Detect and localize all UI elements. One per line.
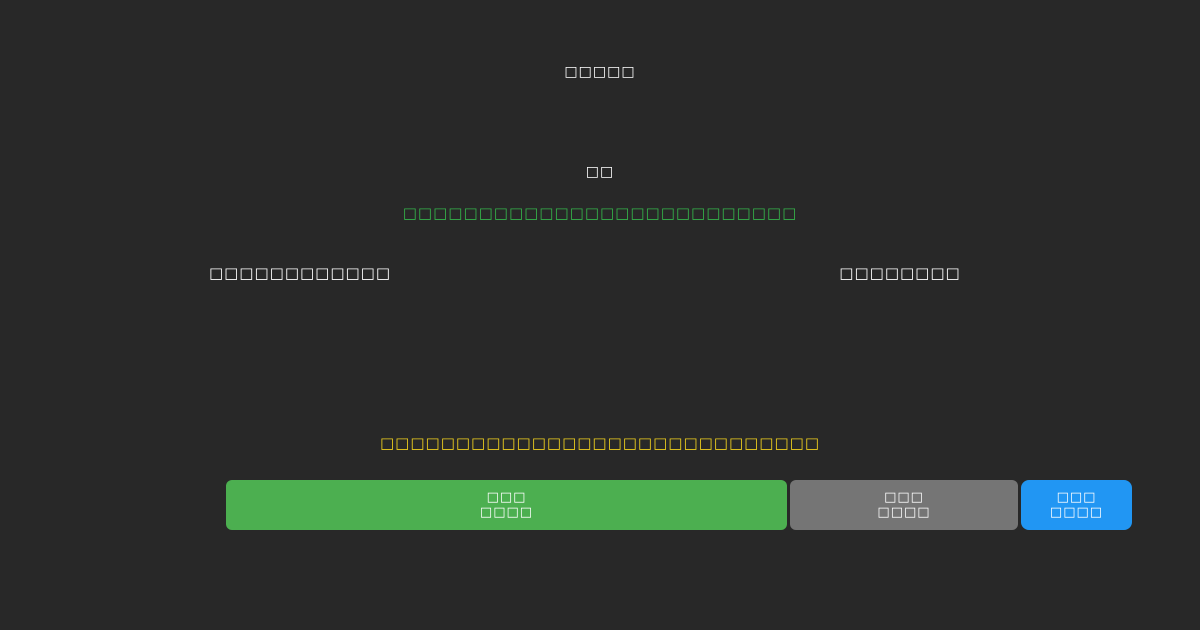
panel-label-left: □□□□□□□□□□□□: [208, 264, 392, 282]
tertiary-action-button[interactable]: □□□ □□□□: [1021, 480, 1132, 530]
section-subtitle: □□: [585, 164, 615, 180]
panel-label-right: □□□□□□□□: [839, 264, 961, 282]
tertiary-action-label-line2: □□□□: [1049, 505, 1104, 520]
warning-text-yellow: □□□□□□□□□□□□□□□□□□□□□□□□□□□□□: [380, 434, 820, 452]
secondary-action-button[interactable]: □□□ □□□□: [790, 480, 1018, 530]
primary-action-label-line2: □□□□: [479, 505, 534, 520]
page-title: □□□□□: [564, 64, 636, 80]
status-text-green: □□□□□□□□□□□□□□□□□□□□□□□□□□: [402, 204, 798, 222]
primary-action-button[interactable]: □□□ □□□□: [226, 480, 787, 530]
primary-action-label-line1: □□□: [486, 490, 527, 505]
action-button-row: □□□ □□□□ □□□ □□□□ □□□ □□□□: [226, 480, 1132, 530]
tertiary-action-label-line1: □□□: [1056, 490, 1097, 505]
secondary-action-label-line1: □□□: [884, 490, 924, 505]
secondary-action-label-line2: □□□□: [877, 505, 931, 520]
